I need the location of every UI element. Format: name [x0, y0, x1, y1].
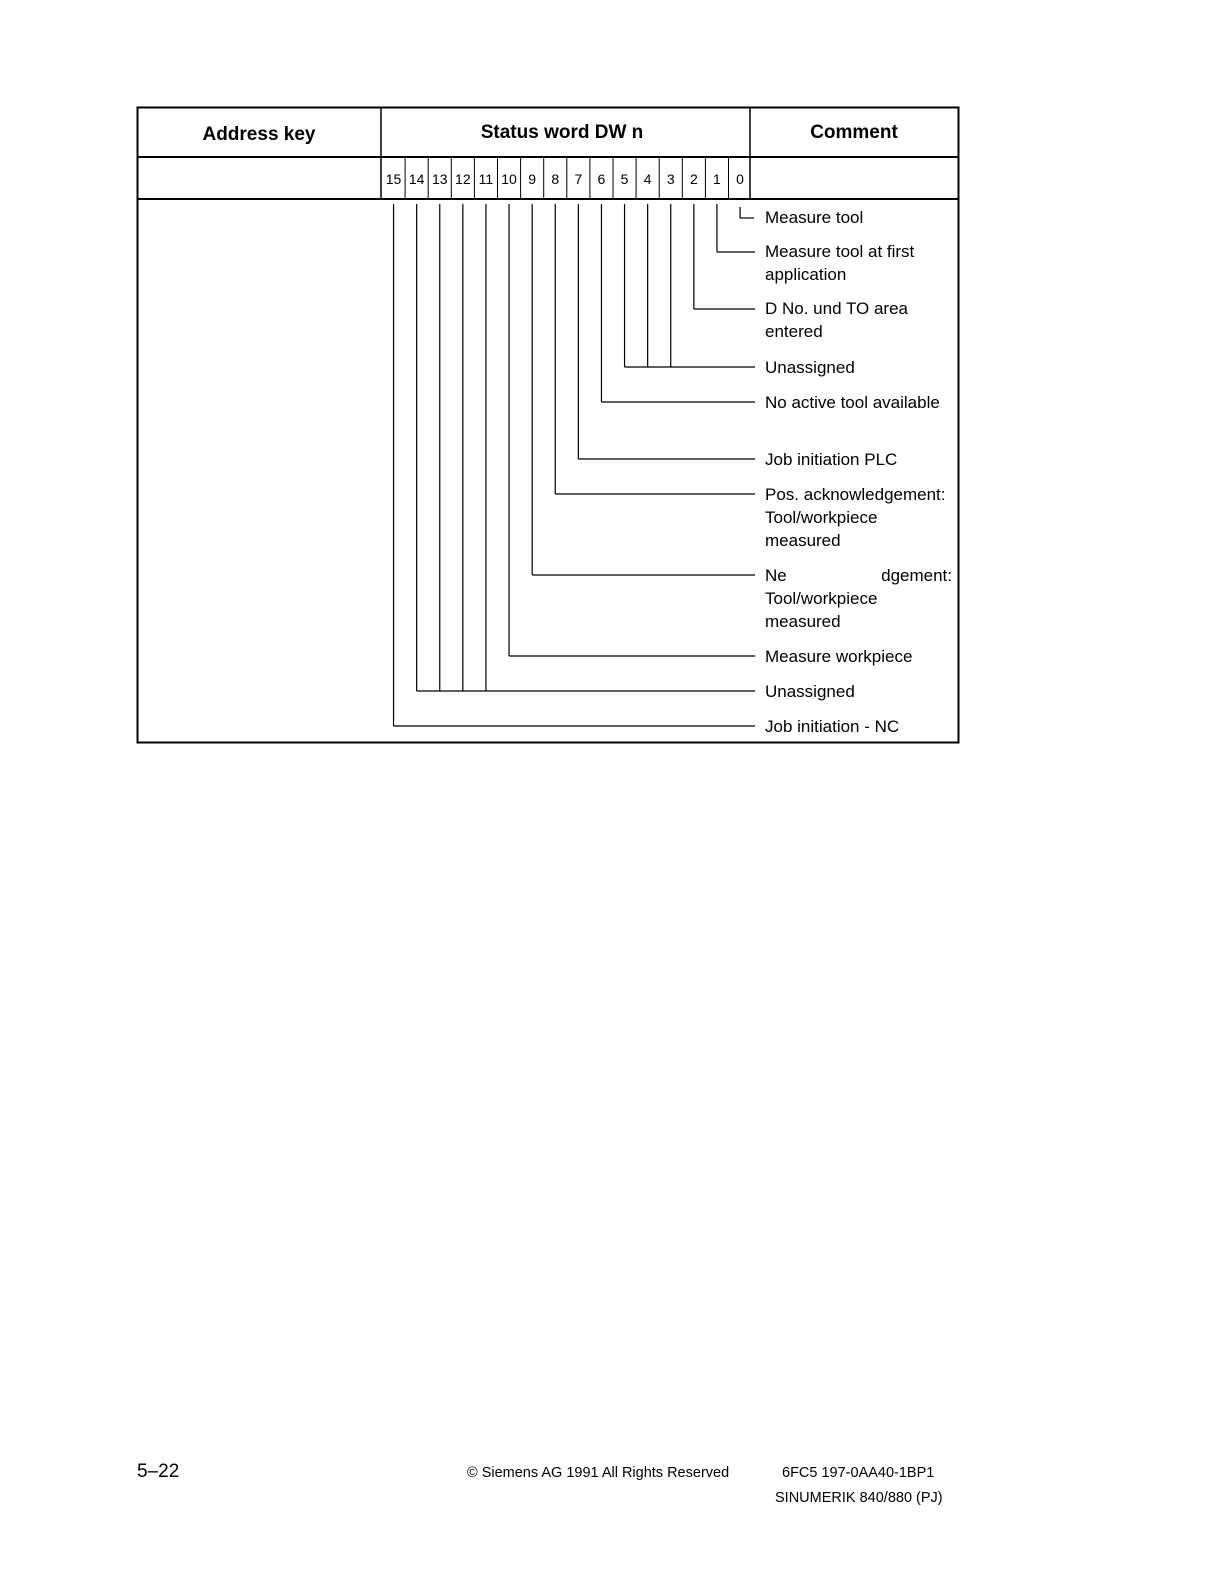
page-number: 5–22 [137, 1461, 180, 1482]
bit-number-6: 6 [597, 171, 606, 187]
bit-number-11: 11 [478, 171, 494, 187]
product-name: SINUMERIK 840/880 (PJ) [775, 1490, 943, 1506]
bit-number-9: 9 [528, 171, 537, 187]
bit-separators [404, 157, 729, 199]
leader-lines [392, 204, 755, 727]
bit-number-5: 5 [620, 171, 629, 187]
bit-number-13: 13 [431, 171, 448, 187]
comment-line: application [765, 265, 847, 284]
comment-bits-3-5: Unassigned [765, 356, 952, 379]
status-word-header: Status word DW n [480, 122, 644, 143]
comment-line: Unassigned [765, 358, 855, 377]
comment-bit-1: Measure tool at first application [765, 240, 952, 286]
comment-line: Tool/workpiece [765, 508, 878, 527]
comment-line: Tool/workpiece [765, 589, 878, 608]
bit-number-8: 8 [551, 171, 560, 187]
comment-line: Measure workpiece [765, 647, 913, 666]
order-number: 6FC5 197-0AA40-1BP1 [782, 1465, 935, 1481]
comment-bit-15: Job initiation - NC [765, 715, 952, 738]
comment-line: Job initiation - NC [765, 717, 900, 736]
comment-line: D No. und TO area [765, 299, 909, 318]
bit-number-10: 10 [501, 171, 517, 187]
bit-number-7: 7 [574, 171, 583, 187]
comment-line: entered [765, 322, 823, 341]
comment-bit-2: D No. und TO area entered [765, 297, 952, 343]
comment-line: Pos. acknowledgement: [765, 485, 946, 504]
bit-number-3: 3 [666, 171, 675, 187]
comment-bit-10: Measure workpiece [765, 645, 952, 668]
table-frame [136, 106, 960, 744]
bit-number-0: 0 [736, 171, 744, 187]
comment-bit-6: No active tool available [765, 391, 952, 414]
bit-number-4: 4 [643, 171, 652, 187]
comment-line: measured [765, 531, 841, 550]
bit-number-15: 15 [385, 171, 402, 187]
comment-bits-11-14: Unassigned [765, 680, 952, 703]
comment-bit-0: Measure tool [765, 206, 952, 229]
comment-header: Comment [810, 122, 898, 143]
address-key-header: Address key [202, 124, 316, 145]
bit-number-14: 14 [408, 171, 425, 187]
comment-line: Unassigned [765, 682, 855, 701]
comment-line: Job initiation PLC [765, 450, 898, 469]
comment-line: measured [765, 612, 841, 631]
comment-bit-8: Pos. acknowledgement: Tool/workpiece measu… [765, 483, 952, 552]
comment-line: Measure tool at first [765, 242, 915, 261]
bit-number-2: 2 [689, 171, 698, 187]
copyright-notice: © Siemens AG 1991 All Rights Reserved [467, 1465, 730, 1481]
comment-bit-9: Ne dgement:Tool/workpiece measured [765, 564, 952, 633]
comment-line: Ne [765, 566, 787, 585]
bit-number-12: 12 [455, 171, 471, 187]
comment-line: dgement: [881, 566, 952, 585]
comment-line: No active tool available [765, 393, 940, 412]
bit-number-1: 1 [713, 171, 721, 187]
comment-bit-7: Job initiation PLC [765, 448, 952, 471]
comment-line: Measure tool [765, 208, 864, 227]
